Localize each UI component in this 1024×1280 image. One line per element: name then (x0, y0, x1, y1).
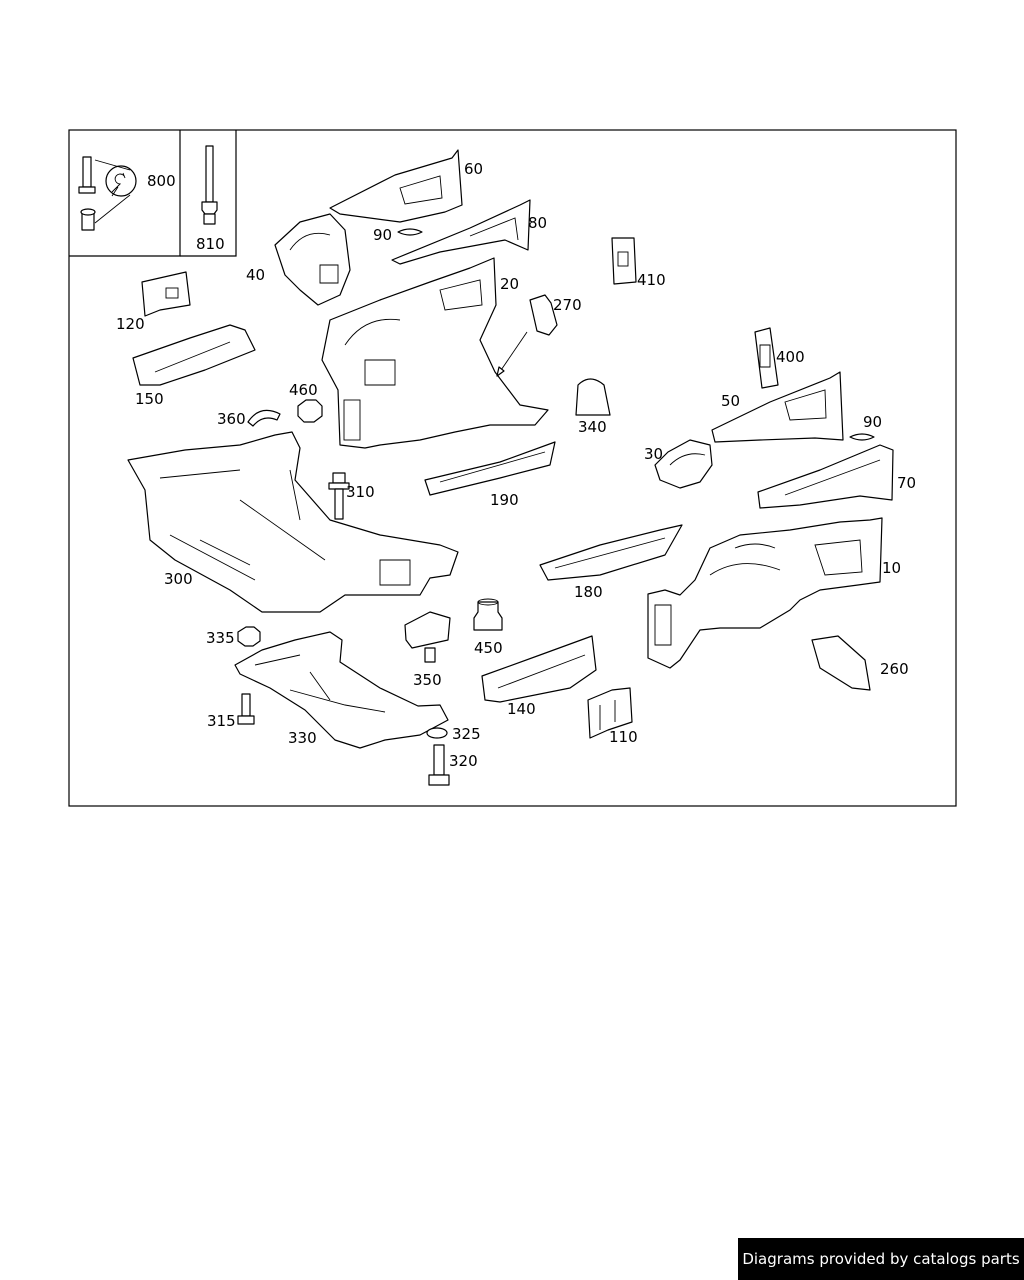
label-140: 140 (507, 700, 536, 718)
label-315: 315 (207, 712, 236, 730)
label-70: 70 (897, 474, 916, 492)
part-335-shape (237, 626, 261, 647)
label-320: 320 (449, 752, 478, 770)
part-110-shape (587, 687, 633, 739)
part-325-shape (426, 727, 448, 739)
part-10-shape (647, 517, 883, 669)
part-150-shape (132, 324, 256, 386)
label-325: 325 (452, 725, 481, 743)
label-400: 400 (776, 348, 805, 366)
label-110: 110 (609, 728, 638, 746)
part-60-shape (329, 149, 463, 223)
label-810: 810 (196, 235, 225, 253)
bolt-800-icon (78, 156, 137, 231)
part-80-shape (391, 199, 531, 265)
label-10: 10 (882, 559, 901, 577)
part-190-shape (424, 441, 556, 496)
part-360-shape (247, 409, 281, 427)
part-70-shape (757, 444, 894, 509)
label-270: 270 (553, 296, 582, 314)
part-350-shape (404, 611, 451, 663)
fastener-box-810 (180, 130, 237, 257)
label-40: 40 (246, 266, 265, 284)
part-270-shape (496, 294, 558, 377)
label-360: 360 (217, 410, 246, 428)
part-90-right-shape (849, 433, 875, 441)
label-410: 410 (637, 271, 666, 289)
label-90: 90 (373, 226, 392, 244)
label-310: 310 (346, 483, 375, 501)
label-335: 335 (206, 629, 235, 647)
label-30: 30 (644, 445, 663, 463)
label-330: 330 (288, 729, 317, 747)
label-80: 80 (528, 214, 547, 232)
label-450: 450 (474, 639, 503, 657)
label-120: 120 (116, 315, 145, 333)
part-330-shape (234, 631, 449, 749)
label-90-right: 90 (863, 413, 882, 431)
part-40-shape (274, 213, 351, 306)
part-410-shape (611, 237, 637, 285)
bolt-810-icon (201, 145, 218, 225)
label-340: 340 (578, 418, 607, 436)
part-340-shape (575, 378, 611, 416)
part-315-shape (237, 693, 255, 725)
part-120-shape (141, 271, 191, 317)
part-180-shape (539, 524, 683, 581)
diagram-frame (68, 129, 957, 807)
label-300: 300 (164, 570, 193, 588)
label-800: 800 (147, 172, 176, 190)
label-350: 350 (413, 671, 442, 689)
part-320-shape (428, 744, 450, 786)
label-460: 460 (289, 381, 318, 399)
label-50: 50 (721, 392, 740, 410)
part-20-shape (321, 257, 549, 449)
part-30-shape (654, 439, 713, 489)
label-180: 180 (574, 583, 603, 601)
part-90-shape (397, 228, 423, 236)
part-140-shape (481, 635, 597, 703)
part-400-shape (754, 327, 779, 389)
credit-banner: Diagrams provided by catalogs parts (738, 1238, 1024, 1280)
label-190: 190 (490, 491, 519, 509)
part-300-shape (127, 431, 459, 613)
part-310-shape (328, 472, 350, 520)
part-460-shape (297, 399, 323, 423)
part-260-shape (811, 635, 871, 691)
label-260: 260 (880, 660, 909, 678)
part-50-shape (711, 371, 844, 443)
label-150: 150 (135, 390, 164, 408)
part-450-shape (473, 598, 503, 631)
label-60: 60 (464, 160, 483, 178)
label-20: 20 (500, 275, 519, 293)
